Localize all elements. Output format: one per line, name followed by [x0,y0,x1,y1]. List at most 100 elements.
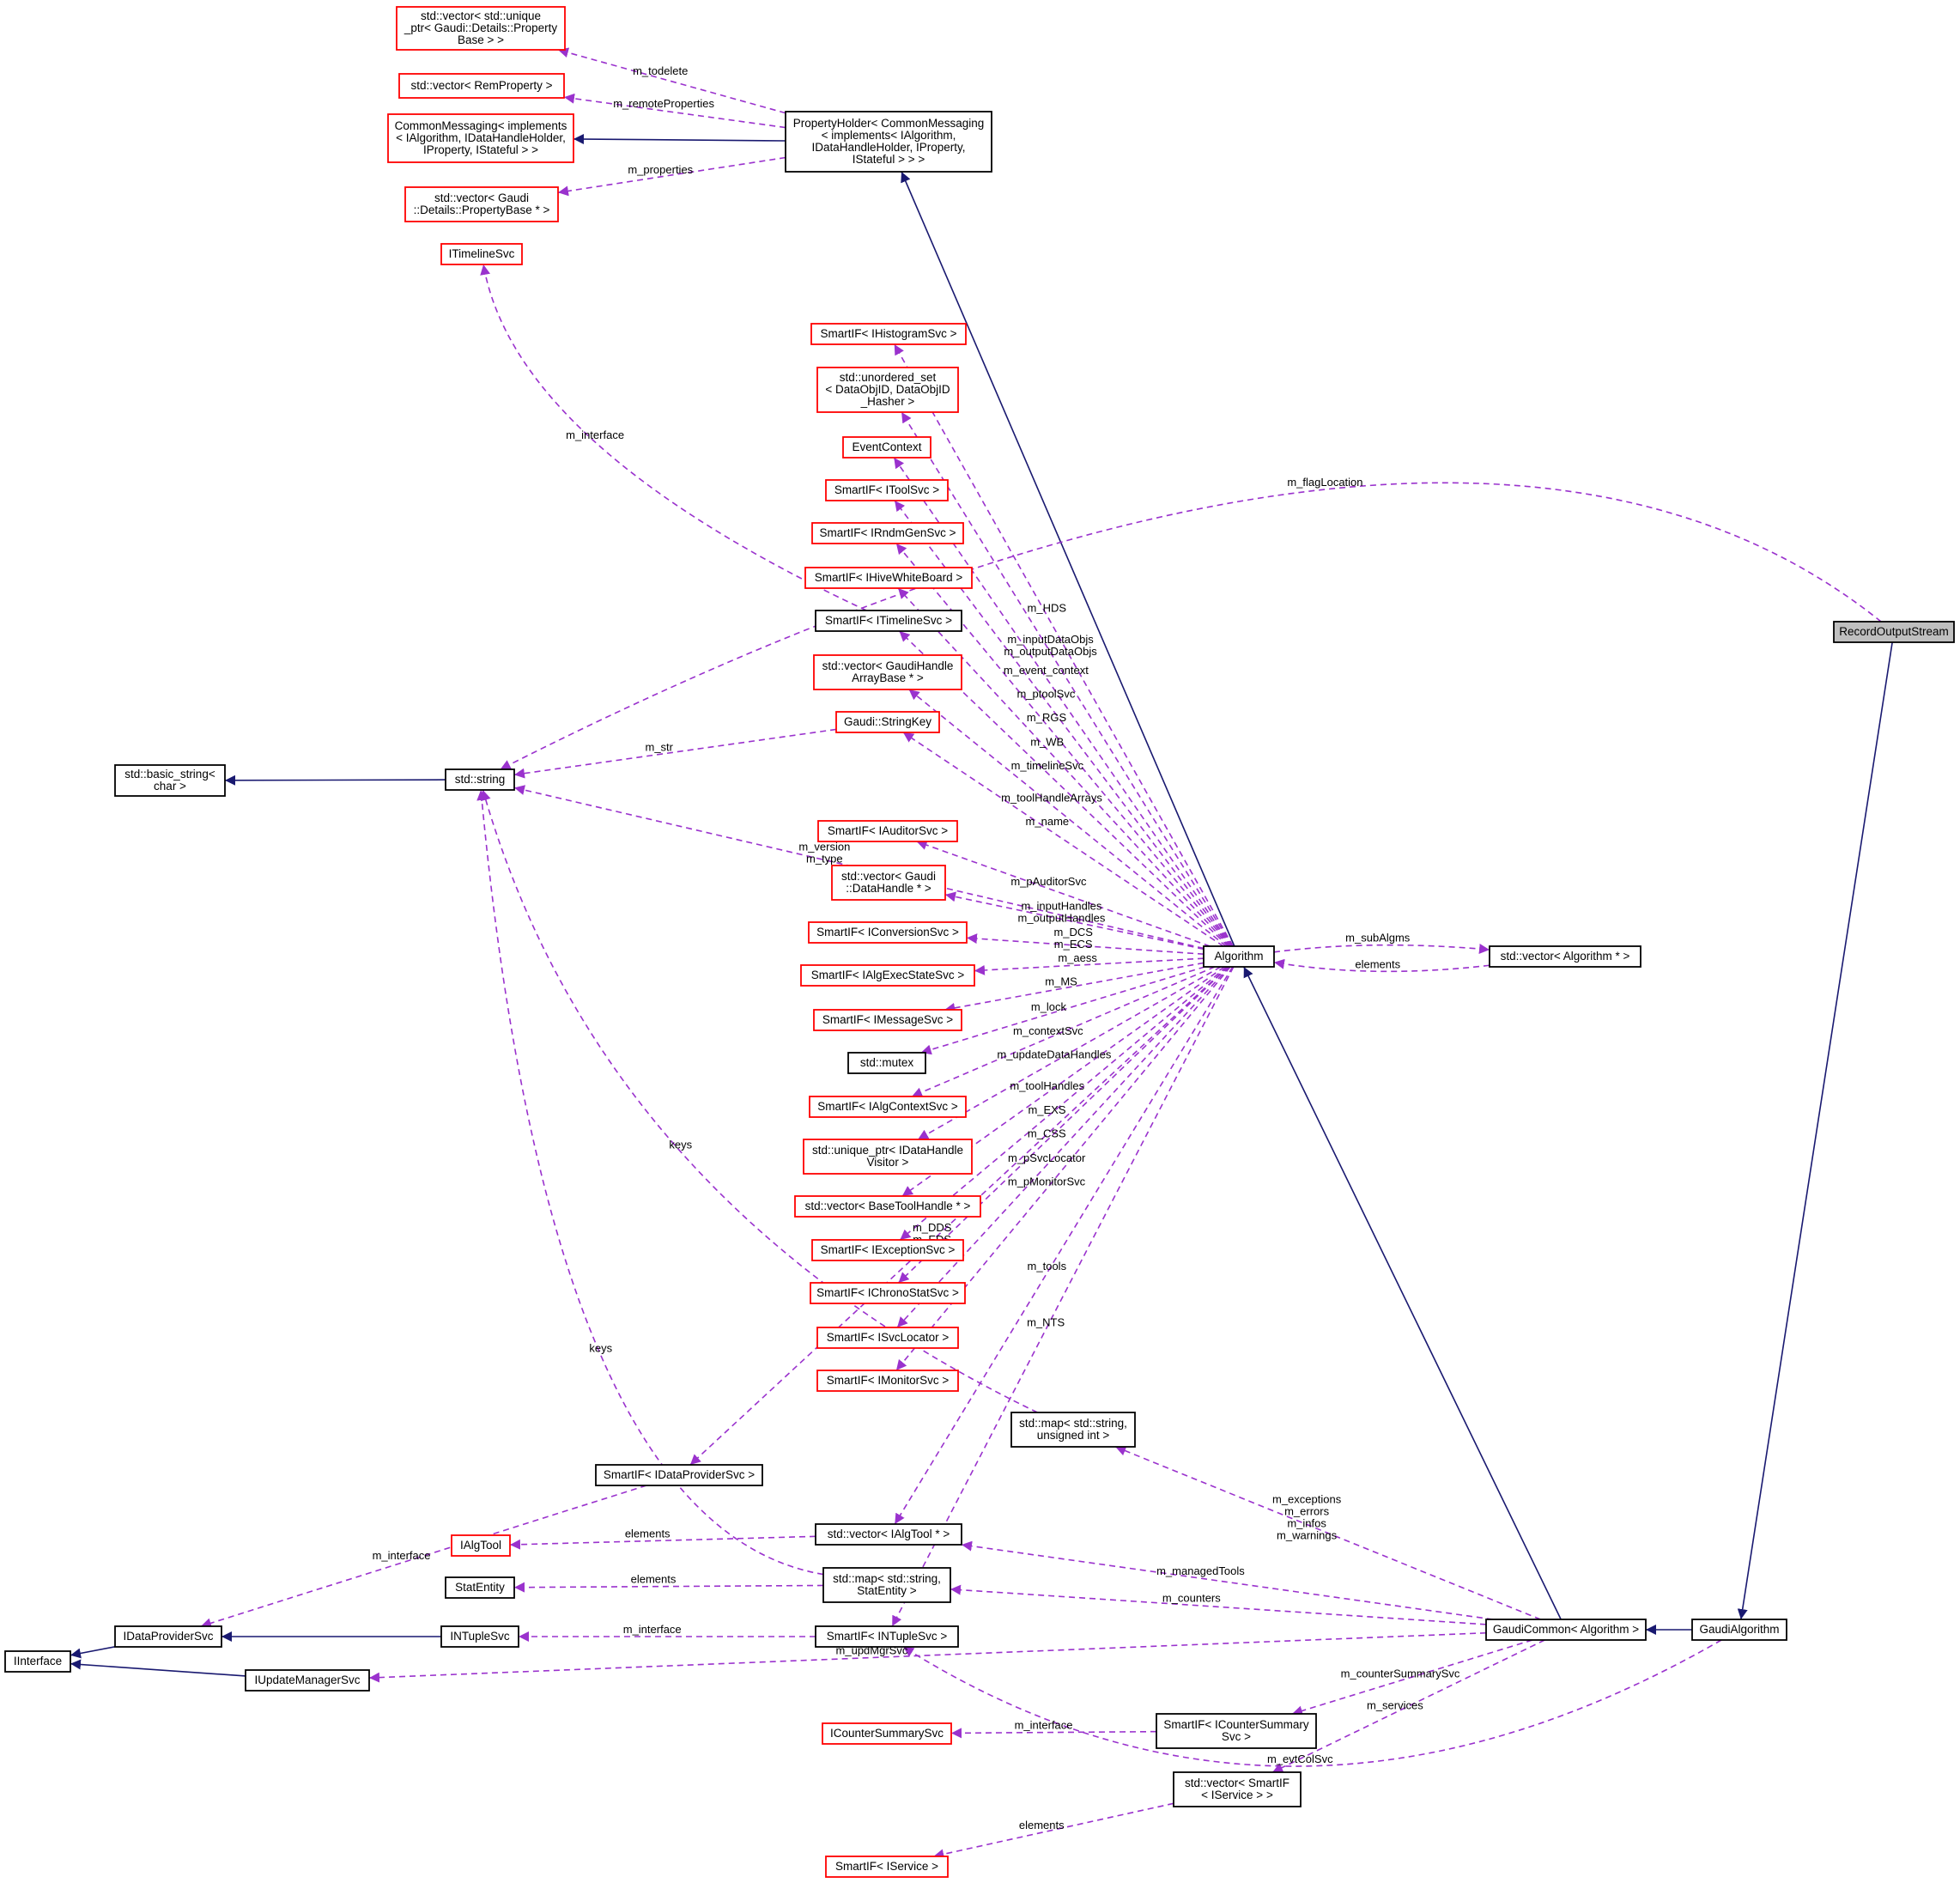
class-node-uptr_vec[interactable]: std::vector< std::unique_ptr< Gaudi::Det… [396,6,566,51]
edge-label: m_WB [1030,736,1064,749]
usage-edge-algorithm-to-sif_algctx [911,966,1216,1097]
edge-label: m_type [806,853,843,866]
class-node-sif_chrono[interactable]: SmartIF< IChronoStatSvc > [810,1282,966,1304]
class-node-bth_vec[interactable]: std::vector< BaseToolHandle * > [794,1195,981,1218]
class-node-label: SmartIF< IHistogramSvc > [820,327,956,340]
edge-label: m_toolHandleArrays [1001,792,1102,805]
class-node-box [4,1650,71,1673]
class-node-propbase_vec[interactable]: std::vector< Gaudi::Details::PropertyBas… [404,186,559,222]
class-node-label: SmartIF< IDataProviderSvc > [604,1468,755,1481]
class-node-sif_histo[interactable]: SmartIF< IHistogramSvc > [810,323,967,345]
class-node-label: IUpdateManagerSvc [254,1673,360,1686]
class-node-label: std::unordered_set [840,371,937,384]
class-node-idataprov[interactable]: IDataProviderSvc [114,1625,222,1648]
edge-label: m_warnings [1277,1528,1338,1541]
edge-label: m_subAlgms [1345,932,1411,945]
class-node-sif_timeline[interactable]: SmartIF< ITimelineSvc > [815,610,962,632]
class-node-algtool_vec[interactable]: std::vector< IAlgTool * > [815,1523,962,1546]
class-node-gaudi_common[interactable]: GaudiCommon< Algorithm > [1485,1619,1647,1641]
class-node-map_stat[interactable]: std::map< std::string,StatEntity > [822,1567,951,1603]
class-node-sif_svc_vec[interactable]: std::vector< SmartIF< IService > > [1173,1771,1302,1807]
edge-label: m_interface [373,1549,431,1562]
class-node-remprop_vec[interactable]: std::vector< RemProperty > [398,73,565,99]
edge-label: m_counters [1162,1591,1221,1604]
class-node-sif_algctx[interactable]: SmartIF< IAlgContextSvc > [809,1096,967,1118]
class-node-sif_algexec[interactable]: SmartIF< IAlgExecStateSvc > [800,964,975,987]
class-node-box [800,964,975,987]
class-node-sif_rndm[interactable]: SmartIF< IRndmGenSvc > [811,522,964,544]
class-node-string_key[interactable]: Gaudi::StringKey [835,711,940,733]
edge-label: m_outputDataObjs [1004,645,1097,658]
edge-label: m_interface [623,1623,682,1636]
edge-label: m_evtColSvc [1267,1752,1333,1765]
class-node-label: std::vector< Gaudi [434,191,529,204]
class-node-std_mutex[interactable]: std::mutex [847,1052,926,1074]
class-node-itimelinesvc[interactable]: ITimelineSvc [440,243,523,265]
class-node-box [1833,621,1955,643]
class-node-sif_exc[interactable]: SmartIF< IExceptionSvc > [811,1239,964,1261]
class-node-record_output[interactable]: RecordOutputStream [1833,621,1955,643]
usage-edge-algorithm-to-sif_chrono [897,966,1229,1284]
class-node-label: std::vector< BaseToolHandle * > [805,1200,971,1212]
edge-label: m_DCS [1053,926,1093,938]
class-node-iinterface[interactable]: IInterface [4,1650,71,1673]
inheritance-edge-record_output-to-gaudi_algorithm [1737,641,1893,1620]
class-node-basic_string[interactable]: std::basic_string<char > [114,764,226,797]
class-node-label: SmartIF< IRndmGenSvc > [819,526,956,539]
class-node-label: IDataHandleHolder, IProperty, [811,141,965,154]
class-node-sif_hive[interactable]: SmartIF< IHiveWhiteBoard > [804,567,973,589]
class-node-label: < IService > > [1201,1789,1273,1801]
edge-label: m_timelineSvc [1011,759,1084,772]
class-node-sif_cntsum[interactable]: SmartIF< ICounterSummarySvc > [1156,1713,1317,1749]
usage-edge-algorithm-to-unordered_set [901,411,1234,947]
class-node-icntsum[interactable]: ICounterSummarySvc [822,1722,952,1745]
class-node-sif_monitor[interactable]: SmartIF< IMonitorSvc > [816,1370,959,1392]
inheritance-edge-gaudi_common-to-algorithm [1243,966,1562,1620]
class-node-label: SmartIF< IAlgContextSvc > [817,1100,958,1113]
class-node-label: StatEntity > [857,1584,917,1597]
usage-edge-algorithm-to-sif_exc [899,966,1228,1241]
class-node-label: std::vector< GaudiHandle [822,659,954,672]
edge-label: m_MS [1045,975,1077,987]
edge-label: m_updateDataHandles [997,1048,1111,1061]
class-node-event_context[interactable]: EventContext [842,436,931,459]
usage-edge-algorithm-to-string_key [902,732,1224,947]
class-node-std_string[interactable]: std::string [445,768,515,791]
class-node-box [815,610,962,632]
class-node-sif_tool[interactable]: SmartIF< IToolSvc > [825,479,949,501]
class-node-label: SmartIF< IMessageSvc > [822,1013,953,1026]
class-node-label: std::vector< IAlgTool * > [828,1528,950,1540]
edge-label: m_services [1367,1699,1423,1712]
class-node-sif_ntuple[interactable]: SmartIF< INTupleSvc > [815,1625,959,1648]
class-node-iupdmgr[interactable]: IUpdateManagerSvc [245,1669,370,1692]
class-node-label: SmartIF< IService > [835,1860,938,1873]
class-node-gaudi_algorithm[interactable]: GaudiAlgorithm [1691,1619,1787,1641]
class-node-sif_iservice[interactable]: SmartIF< IService > [825,1856,949,1878]
class-node-sif_conv[interactable]: SmartIF< IConversionSvc > [808,921,968,944]
class-node-intuple[interactable]: INTupleSvc [440,1625,519,1648]
class-node-ialgtool[interactable]: IAlgTool [451,1534,511,1557]
class-node-dh_vec[interactable]: std::vector< Gaudi::DataHandle * > [831,865,946,901]
class-node-sif_msg[interactable]: SmartIF< IMessageSvc > [813,1009,962,1031]
class-node-box [811,522,964,544]
class-node-box [440,1625,519,1648]
inheritance-edge-std_string-to-basic_string [224,774,446,786]
class-node-map_uint[interactable]: std::map< std::string,unsigned int > [1010,1412,1136,1448]
class-node-sif_svcloc[interactable]: SmartIF< ISvcLocator > [816,1327,959,1349]
usage-edge-algorithm-to-alg_vec [1273,944,1490,955]
edge-label: keys [589,1341,612,1354]
class-node-alg_vec[interactable]: std::vector< Algorithm * > [1489,945,1641,968]
class-node-algorithm[interactable]: Algorithm [1203,945,1275,968]
class-node-label: EventContext [852,440,921,453]
edge-label: m_tools [1028,1260,1067,1273]
class-node-unordered_set[interactable]: std::unordered_set< DataObjID, DataObjID… [816,367,959,413]
class-node-sif_dataprov[interactable]: SmartIF< IDataProviderSvc > [595,1464,763,1486]
class-node-common_msg[interactable]: CommonMessaging< implements< IAlgorithm,… [387,113,574,163]
class-node-prop_holder[interactable]: PropertyHolder< CommonMessaging< impleme… [785,111,992,173]
class-node-stat_entity[interactable]: StatEntity [445,1576,515,1599]
class-node-box [1489,945,1641,968]
class-node-sif_auditor[interactable]: SmartIF< IAuditorSvc > [817,820,958,842]
